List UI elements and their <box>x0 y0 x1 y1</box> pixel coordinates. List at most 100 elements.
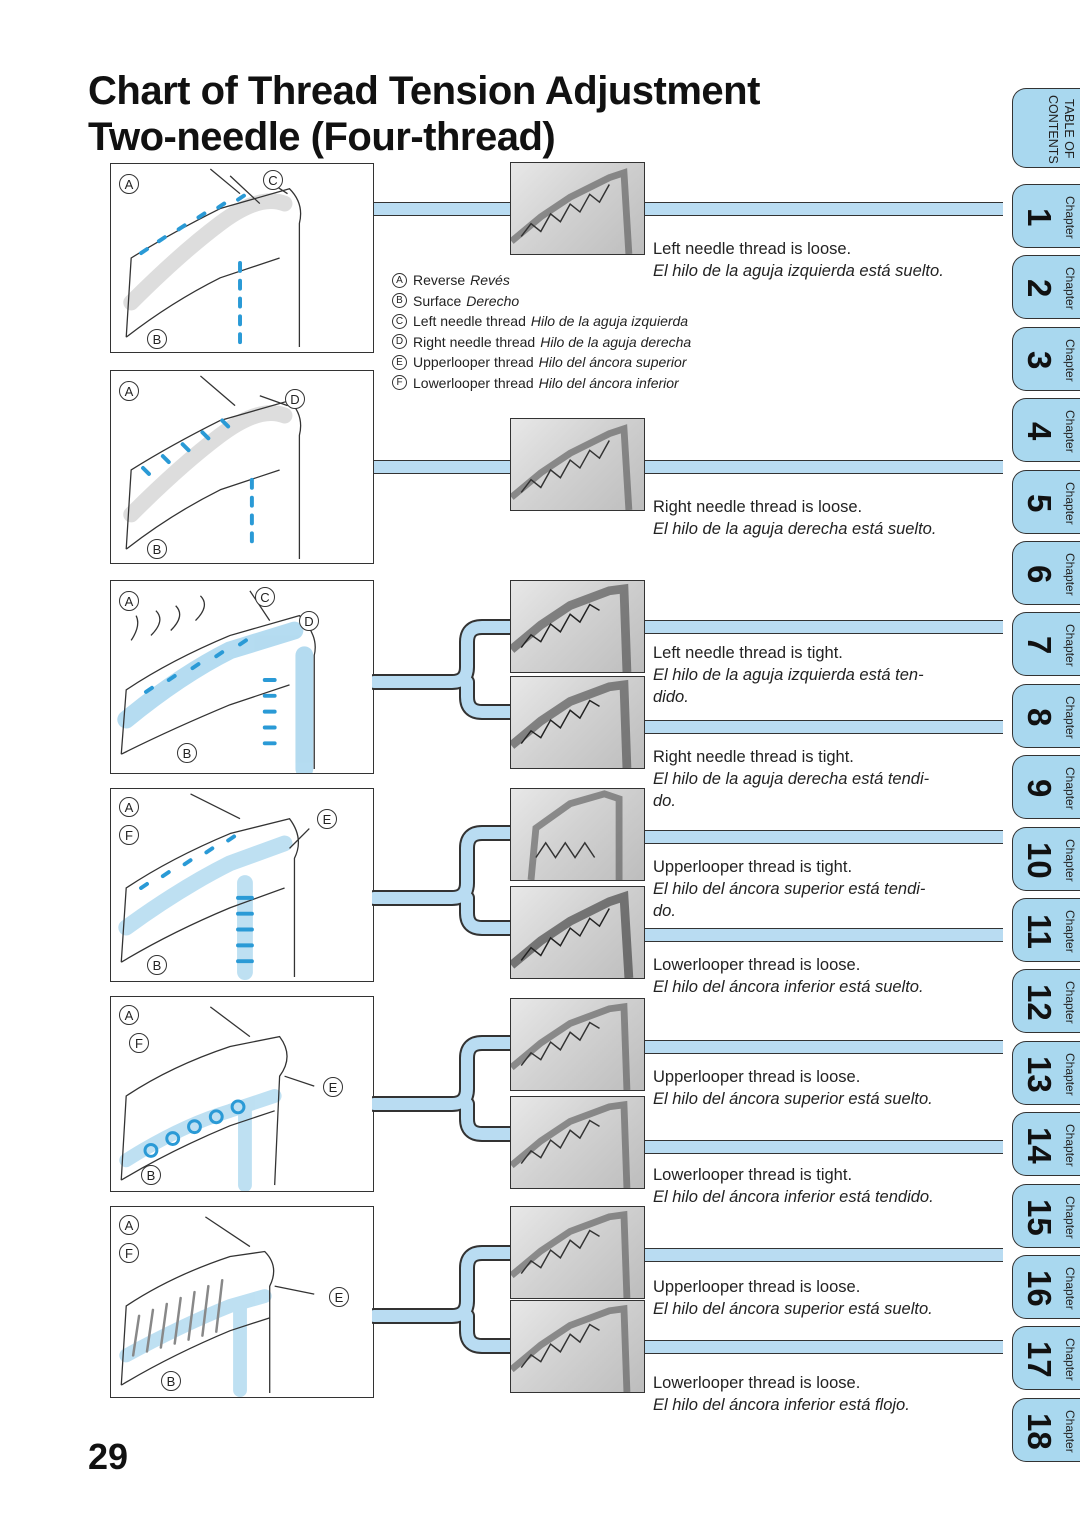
tab-chapter-7[interactable]: 7 Chapter <box>1012 612 1080 676</box>
stitch-diagram-2: A D B <box>110 370 374 564</box>
legend-en: Lowerlooper thread <box>413 374 534 391</box>
chapter-number: 13 <box>1021 1055 1058 1093</box>
legend-item: A Reverse Revés <box>392 270 691 291</box>
caption-bar-10 <box>645 1340 1003 1354</box>
page-number: 29 <box>88 1436 129 1477</box>
caption-en: Upperlooper thread is loose. <box>653 1068 861 1086</box>
chapter-word: Chapter <box>1063 1266 1077 1310</box>
connector-bar-2 <box>374 460 510 474</box>
caption-bar-8 <box>645 1140 1003 1154</box>
label-f: F <box>129 1033 149 1053</box>
stitch-photo-9 <box>510 1206 645 1299</box>
label-d: D <box>285 389 305 409</box>
stitch-diagram-1: A C B <box>110 163 374 353</box>
caption-es: El hilo de la aguja izquierda está suelt… <box>653 262 944 280</box>
legend-item: F Lowerlooper thread Hilo del áncora inf… <box>392 373 691 394</box>
legend-es: Hilo de la aguja izquierda <box>530 313 689 329</box>
chapter-word: Chapter <box>1063 909 1077 953</box>
legend-key: F <box>392 375 407 391</box>
legend-key: C <box>392 313 407 329</box>
caption-bar-3 <box>645 620 1003 634</box>
stitch-illustration-4 <box>118 793 310 981</box>
label-a: A <box>119 1005 139 1025</box>
legend-key: E <box>392 354 407 370</box>
chapter-number: 10 <box>1021 841 1058 879</box>
tab-chapter-10[interactable]: 10 Chapter <box>1012 827 1080 891</box>
legend-key: A <box>392 272 407 288</box>
caption-en: Left needle thread is tight. <box>653 644 843 662</box>
label-f: F <box>119 825 139 845</box>
stitch-photo-7 <box>510 998 645 1091</box>
chapter-number: 17 <box>1021 1340 1058 1378</box>
caption-es: El hilo de la aguja derecha está tendi- <box>653 770 930 788</box>
chapter-number: 8 <box>1021 707 1058 727</box>
caption-1: Left needle thread is loose. El hilo de … <box>653 238 944 282</box>
legend-en: Left needle thread <box>413 313 526 329</box>
caption-bar-5 <box>645 830 1003 844</box>
stitch-photo-1 <box>510 162 645 255</box>
stitch-diagram-6: A F E B <box>110 1206 374 1398</box>
label-b: B <box>147 955 167 975</box>
caption-5: Upperlooper thread is tight. El hilo del… <box>653 856 925 922</box>
legend-en: Reverse <box>413 272 466 288</box>
caption-7: Upperlooper thread is loose. El hilo del… <box>653 1066 933 1110</box>
toc-line1: TABLE OF <box>1062 99 1076 159</box>
label-a: A <box>119 591 139 611</box>
stitch-photo-3 <box>510 580 645 673</box>
caption-en: Lowerlooper thread is loose. <box>653 956 861 974</box>
caption-en: Lowerlooper thread is tight. <box>653 1166 853 1184</box>
tab-table-of-contents[interactable]: TABLE OF CONTENTS <box>1012 88 1080 168</box>
caption-en: Lowerlooper thread is loose. <box>653 1374 861 1392</box>
chapter-number: 14 <box>1021 1126 1058 1164</box>
page-title-line1: Chart of Thread Tension Adjustment <box>88 69 760 113</box>
legend-es: Hilo del áncora superior <box>538 354 687 370</box>
caption-8: Lowerlooper thread is tight. El hilo del… <box>653 1164 934 1208</box>
chapter-word: Chapter <box>1063 195 1077 239</box>
caption-en: Upperlooper thread is tight. <box>653 858 853 876</box>
chapter-word: Chapter <box>1063 1337 1077 1381</box>
caption-es: El hilo del áncora inferior está suelto. <box>653 978 924 996</box>
tab-chapter-17[interactable]: 17 Chapter <box>1012 1326 1080 1390</box>
label-a: A <box>119 1215 139 1235</box>
stitch-diagram-5: A F E B <box>110 996 374 1192</box>
stitch-photo-6 <box>510 886 645 979</box>
caption-bar-9 <box>645 1248 1003 1262</box>
legend-es: Derecho <box>466 292 520 309</box>
chapter-number: 3 <box>1021 350 1058 370</box>
tab-chapter-11[interactable]: 11 Chapter <box>1012 898 1080 962</box>
chapter-number: 11 <box>1021 913 1058 949</box>
caption-en: Left needle thread is loose. <box>653 240 852 258</box>
caption-es: El hilo de la aguja izquierda está ten- <box>653 666 924 684</box>
caption-es: El hilo del áncora superior está suelto. <box>653 1300 933 1318</box>
chapter-word: Chapter <box>1063 766 1077 810</box>
stitch-photo-10 <box>510 1300 645 1393</box>
legend-item: C Left needle thread Hilo de la aguja iz… <box>392 311 691 332</box>
label-a: A <box>119 174 139 194</box>
chapter-word: Chapter <box>1063 838 1077 882</box>
legend-es: Revés <box>470 272 510 288</box>
chapter-word: Chapter <box>1063 980 1077 1024</box>
caption-es: El hilo del áncora superior está suelto. <box>653 1090 933 1108</box>
caption-bar-6 <box>645 928 1003 942</box>
chapter-word: Chapter <box>1063 1409 1077 1453</box>
chapter-number: 7 <box>1021 635 1058 655</box>
label-c: C <box>263 170 283 190</box>
chapter-word: Chapter <box>1063 409 1077 453</box>
stitch-photo-2 <box>510 418 645 511</box>
chapter-word: Chapter <box>1063 623 1077 667</box>
caption-es: El hilo del áncora superior está tendi- <box>653 880 926 898</box>
